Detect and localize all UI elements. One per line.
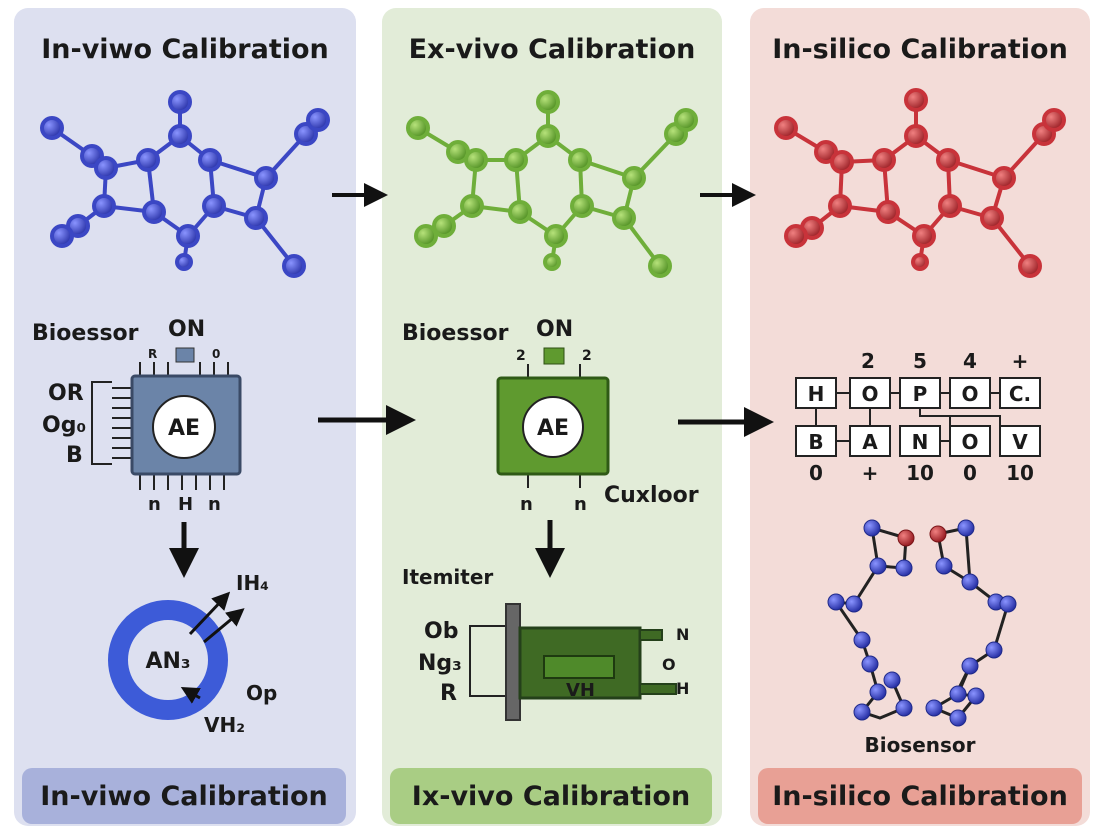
chip-side-label: Cuxloor	[604, 483, 699, 508]
biosensor-red-nodes	[897, 525, 947, 547]
ring-center-label: AN₃	[145, 649, 190, 674]
ring-in-vivo: AN₃ IH₄ Op VH₂	[108, 571, 277, 737]
bottom-pin-3: n	[208, 494, 221, 515]
molecule-green	[406, 90, 698, 278]
ring-top-label: IH₄	[236, 571, 269, 595]
chip-center-label-2: AE	[537, 416, 569, 441]
chip-label-2: Bioessor	[402, 321, 509, 346]
ex-vivo-title: Ex-vivo Calibration	[408, 34, 696, 65]
letter-grid: 2 5 4 + H O P O C. B A N O V 0 +	[795, 349, 1041, 485]
bottom-pin-1: n	[148, 494, 161, 515]
in-vivo-footer: In-viwo Calibration	[22, 768, 346, 824]
emitter-side-3: R	[440, 681, 457, 706]
biosensor-network	[832, 526, 1010, 720]
chip-label: Bioessor	[32, 321, 139, 346]
emitter-ex-vivo: Itemiter Ob Ng₃ R VH N O H	[402, 565, 689, 721]
grid-r1-5: C.	[1009, 382, 1031, 406]
molecule-red	[774, 88, 1066, 278]
ring-right-label: Op	[246, 681, 277, 705]
grid-bottom-5: 10	[1006, 461, 1034, 485]
biosensor-nodes	[827, 519, 1017, 727]
bottom-pin-2: H	[178, 494, 193, 515]
chip-ex-vivo: Bioessor ON 2 2 AE n n Cuxloor	[402, 317, 699, 515]
grid-top-3: 4	[963, 349, 977, 373]
grid-r1-3: P	[913, 382, 928, 406]
grid-r2-5: V	[1012, 430, 1028, 454]
grid-r1-1: H	[808, 382, 825, 406]
chip-in-vivo: Bioessor ON R 0 AE OR Og₀ B n H n	[32, 317, 242, 515]
emitter-side-1: Ob	[424, 619, 458, 644]
chip-pin-left-2: 2	[516, 348, 526, 364]
ring-bottom-label: VH₂	[204, 713, 245, 737]
grid-bottom-1: 0	[809, 461, 823, 485]
emitter-label: Itemiter	[402, 565, 493, 589]
chip-top-label: ON	[168, 317, 205, 342]
in-vivo-title: In-viwo Calibration	[41, 34, 329, 65]
chip-pin-right-2: 2	[582, 348, 592, 364]
side-label-1: OR	[48, 381, 84, 406]
grid-r2-1: B	[808, 430, 823, 454]
bottom-pin-2-2: n	[574, 494, 587, 515]
grid-top-4: +	[1012, 349, 1029, 373]
molecule-blue	[40, 90, 330, 278]
grid-r2-2: A	[862, 430, 878, 454]
biosensor-label: Biosensor	[864, 733, 975, 757]
ex-vivo-footer: Ix-vivo Calibration	[390, 768, 712, 824]
grid-top-2: 5	[913, 349, 927, 373]
grid-r2-4: O	[961, 430, 978, 454]
emitter-side-2: Ng₃	[418, 651, 462, 676]
grid-r1-2: O	[861, 382, 878, 406]
bottom-pin-2-1: n	[520, 494, 533, 515]
side-label-2: Og₀	[42, 413, 86, 438]
chip-pin-left: R	[148, 347, 157, 361]
emitter-right-1: N	[676, 625, 689, 644]
emitter-center-label: VH	[566, 680, 595, 701]
chip-pin-right: 0	[212, 347, 220, 361]
grid-r2-3: N	[912, 430, 929, 454]
in-silico-footer: In-silico Calibration	[758, 768, 1082, 824]
chip-top-label-2: ON	[536, 317, 573, 342]
grid-top-1: 2	[861, 349, 875, 373]
chip-center-label: AE	[168, 416, 200, 441]
emitter-right-2: O	[662, 655, 676, 674]
grid-bottom-4: 0	[963, 461, 977, 485]
grid-r1-4: O	[961, 382, 978, 406]
in-silico-title: In-silico Calibration	[772, 34, 1068, 65]
grid-bottom-2: +	[862, 461, 879, 485]
emitter-right-3: H	[676, 679, 689, 698]
grid-bottom-3: 10	[906, 461, 934, 485]
side-label-3: B	[66, 443, 83, 468]
